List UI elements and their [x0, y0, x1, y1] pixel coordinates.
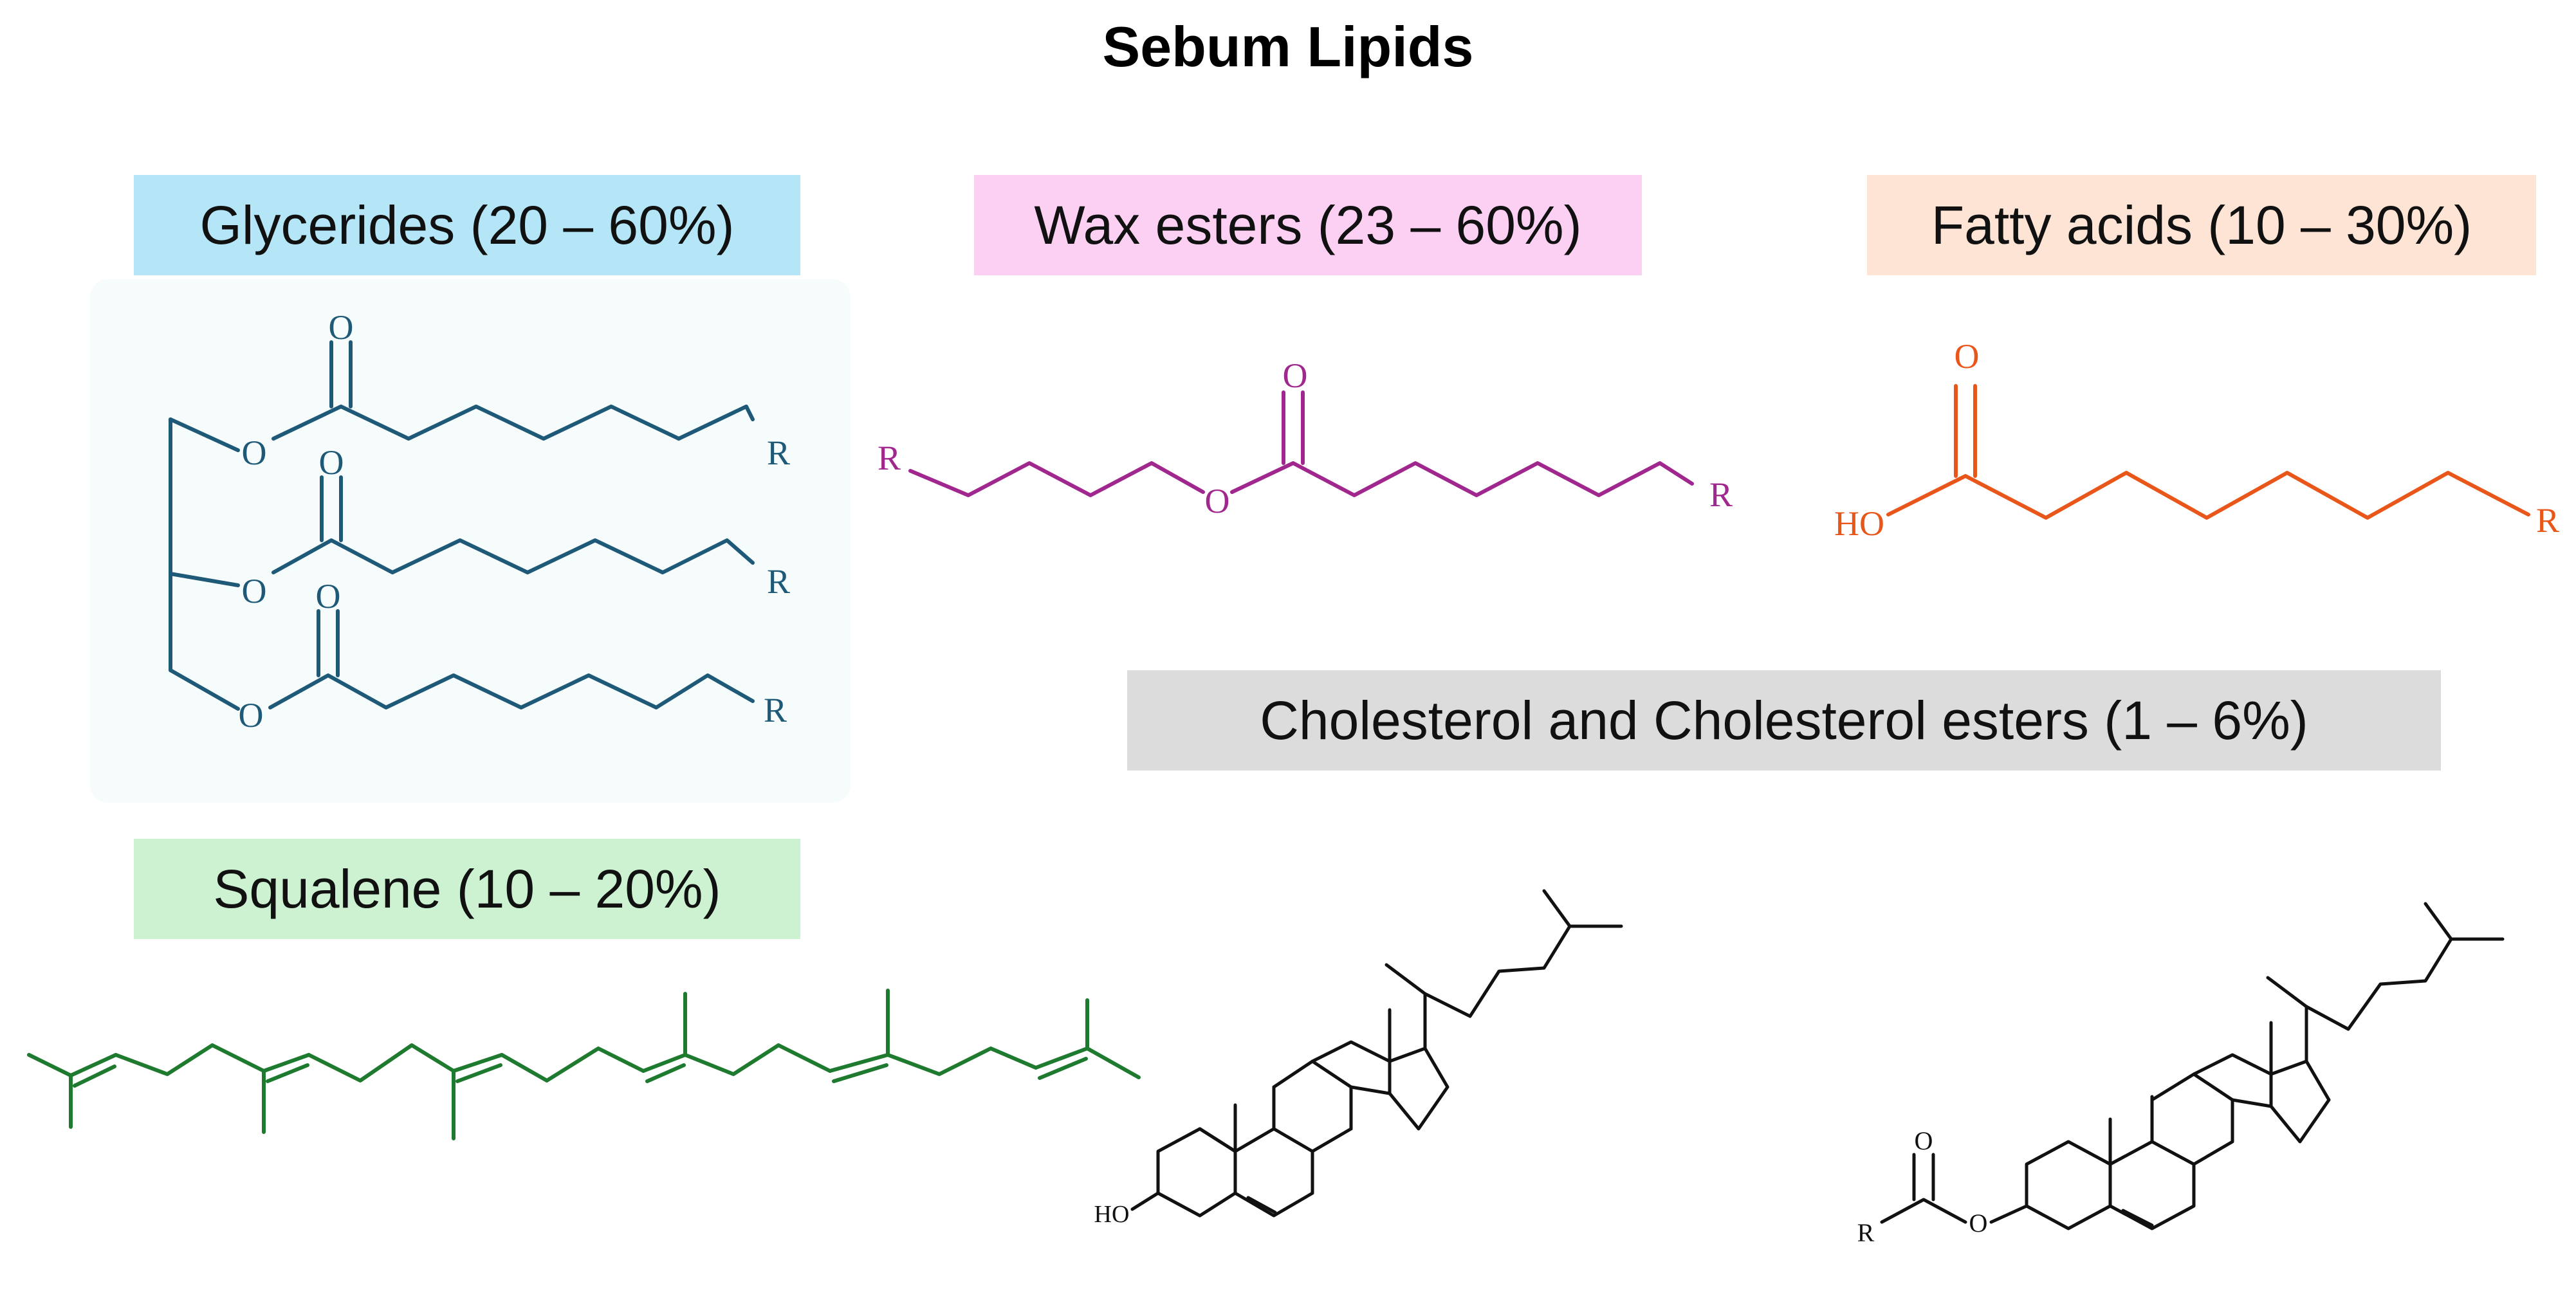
wax-esters-ester-oxygen: O: [1205, 482, 1230, 520]
glycerides-oxygen-3: O: [316, 577, 341, 616]
cholesterol-ester-structure: [1880, 902, 2505, 1230]
glycerides-oxygen-2: O: [319, 443, 344, 482]
fatty-acids-hydroxyl: HO: [1834, 504, 1884, 543]
wax-esters-r-group-left: R: [878, 439, 901, 477]
glycerides-ester-oxygen-3: O: [239, 696, 264, 735]
cholesterol-ester-atom-labels: O O R: [1857, 1126, 1988, 1247]
fatty-acids-label: Fatty acids (10 – 30%): [1867, 175, 2536, 275]
glycerides-atom-labels: O O R O O R O O R: [239, 308, 791, 735]
glycerides-r-group-3: R: [764, 691, 787, 729]
squalene-structure: [27, 989, 1141, 1140]
cholesterol-structure: [1130, 889, 1623, 1218]
cholesterol-label: Cholesterol and Cholesterol esters (1 – …: [1127, 670, 2441, 771]
fatty-acids-structure: [1886, 384, 2530, 520]
wax-esters-carbonyl-oxygen: O: [1283, 356, 1308, 395]
cholesterol-ester-r-group: R: [1857, 1218, 1875, 1247]
squalene-label: Squalene (10 – 20%): [134, 839, 800, 939]
wax-esters-r-group-right: R: [1709, 475, 1733, 514]
glycerides-ester-oxygen-2: O: [242, 572, 267, 610]
glycerides-structure: [169, 340, 755, 711]
cholesterol-ester-carbonyl-oxygen: O: [1915, 1126, 1933, 1155]
wax-esters-atom-labels: R O O R: [878, 356, 1733, 520]
wax-esters-structure: [908, 390, 1694, 497]
glycerides-label: Glycerides (20 – 60%): [134, 175, 800, 275]
fatty-acids-atom-labels: O HO R: [1834, 337, 2559, 543]
fatty-acids-carbonyl-oxygen: O: [1955, 337, 1980, 376]
glycerides-r-group-1: R: [767, 434, 790, 472]
cholesterol-hydroxyl: HO: [1094, 1201, 1130, 1228]
cholesterol-ester-oxygen: O: [1969, 1209, 1988, 1238]
fatty-acids-r-group: R: [2536, 501, 2559, 540]
diagram-title: Sebum Lipids: [1102, 15, 1474, 78]
glycerides-oxygen-1: O: [329, 308, 354, 347]
wax-esters-label: Wax esters (23 – 60%): [974, 175, 1642, 275]
glycerides-ester-oxygen-1: O: [242, 434, 267, 472]
cholesterol-atom-labels: HO: [1094, 1201, 1130, 1228]
glycerides-r-group-2: R: [767, 562, 790, 601]
